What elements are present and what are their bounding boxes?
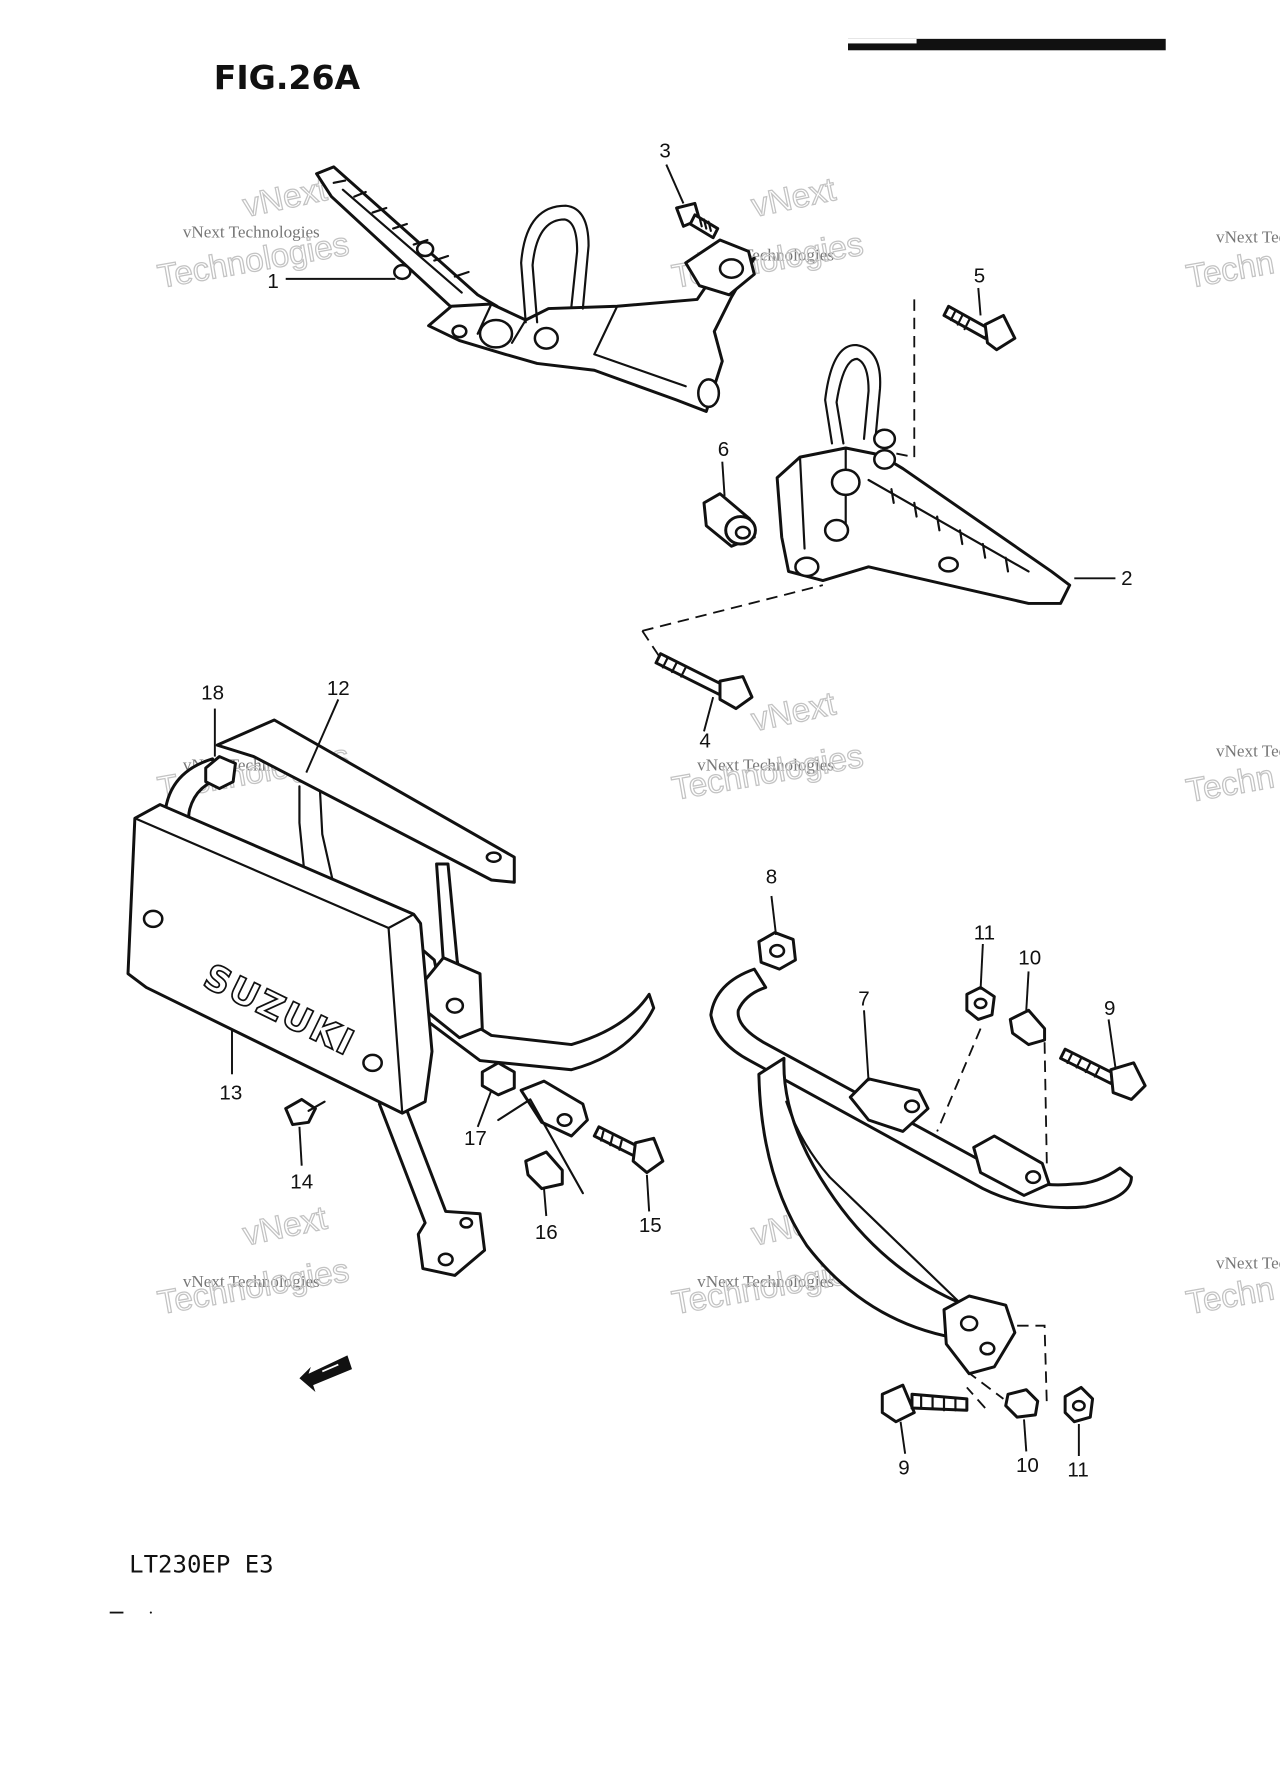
- watermark-fragment: vNext Tec: [1216, 1254, 1280, 1273]
- bolt-5: [942, 304, 1017, 352]
- left-footrest-bracket: [315, 165, 756, 413]
- hardware-15-16-17: [480, 1061, 665, 1195]
- nut-8: [757, 931, 797, 971]
- callout-10: 10: [1018, 947, 1041, 970]
- callout-11: 11: [974, 921, 995, 944]
- watermark-text: vNext Technologies: [697, 1272, 834, 1291]
- callout-13: 13: [219, 1081, 242, 1104]
- hardware-9-10-11-lower: [880, 1383, 1095, 1424]
- watermark-arc: vNext: [240, 1200, 331, 1254]
- header-rule: [848, 38, 1166, 51]
- callout-1: 1: [267, 270, 278, 293]
- watermark-text: vNext Technologies: [183, 1272, 320, 1291]
- callout-18: 18: [201, 681, 224, 704]
- right-footrest-bracket: [775, 344, 1072, 605]
- callout-12: 12: [327, 677, 350, 700]
- callout-11: 11: [1067, 1459, 1088, 1482]
- callout-17: 17: [464, 1127, 487, 1150]
- watermark-arc: vNext: [240, 171, 331, 225]
- front-bumper: SUZUKI: [126, 718, 656, 1277]
- header-rule-edge: [848, 38, 917, 44]
- callout-4: 4: [699, 729, 710, 752]
- watermark-fragment-big: Techn: [1184, 244, 1277, 296]
- watermark-text: vNext Technologies: [697, 755, 834, 774]
- watermark-fragment-big: Techn: [1184, 1270, 1277, 1322]
- clip-nut-18: [204, 755, 237, 791]
- model-code: LT230EP E3: [129, 1551, 274, 1579]
- watermark-edge: vNext Tec Techn vNext Tec Techn vNext Te…: [1183, 227, 1280, 1323]
- callout-3: 3: [659, 140, 670, 163]
- callout-16: 16: [535, 1221, 558, 1244]
- rear-bumper: [709, 967, 1133, 1376]
- watermark-text: vNext Technologies: [183, 223, 320, 242]
- watermark-fragment-big: Techn: [1184, 758, 1277, 810]
- callout-numbers: 1 2 3 4 5 6 7 8 9 9 10 10 11 11 12 13 14…: [201, 140, 1132, 1482]
- collar-6: [702, 492, 757, 548]
- front-arrow-icon: [299, 1355, 352, 1392]
- callout-10: 10: [1016, 1454, 1039, 1477]
- hardware-9-10-11-upper: [965, 985, 1147, 1101]
- callout-15: 15: [639, 1214, 662, 1237]
- watermark-fragment: vNext Tec: [1216, 742, 1280, 761]
- watermark-arc: vNext: [748, 685, 839, 739]
- assembly-lines: [641, 299, 1048, 1409]
- callout-9: 9: [898, 1456, 909, 1479]
- callout-2: 2: [1121, 567, 1132, 590]
- bolt-4: [654, 652, 754, 711]
- watermark: vNext Technologies Technologies vNext: [154, 1199, 352, 1323]
- leader-lines: [213, 164, 1117, 1456]
- watermark-fragment: vNext Tec: [1216, 227, 1280, 246]
- watermark-arc: vNext: [748, 171, 839, 225]
- footer-dot: [149, 1611, 152, 1614]
- callout-7: 7: [858, 988, 869, 1011]
- watermark-big: Technologies: [155, 1252, 352, 1322]
- bolt-3: [675, 201, 720, 240]
- callout-9: 9: [1104, 997, 1115, 1020]
- callout-6: 6: [718, 438, 729, 461]
- screw-14: [284, 1097, 326, 1127]
- watermark: vNext Technologies Technologies vNext: [154, 171, 352, 297]
- figure-title: FIG.26A: [214, 58, 361, 97]
- callout-14: 14: [290, 1171, 313, 1194]
- callout-8: 8: [766, 865, 777, 888]
- callout-5: 5: [974, 264, 985, 287]
